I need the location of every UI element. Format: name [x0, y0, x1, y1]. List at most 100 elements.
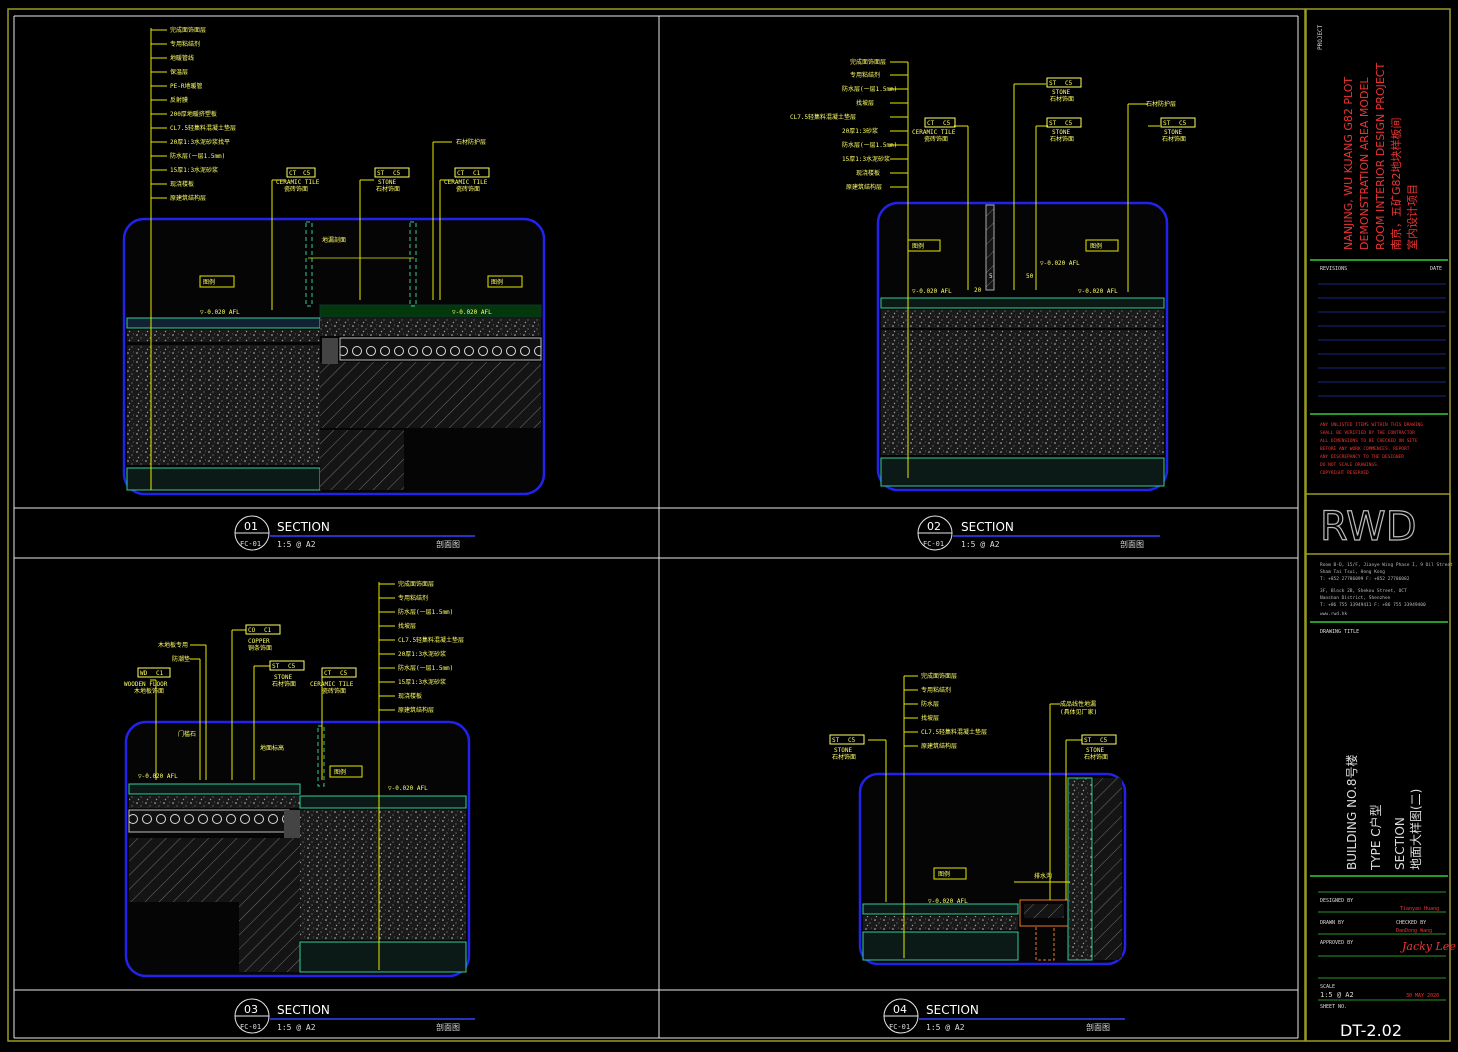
- tag-03-d-code: CT: [324, 670, 332, 677]
- svg-text:T: +86 755 33949411 F: +86 7: T: +86 755 33949411 F: +86 755 33949400: [1320, 602, 1426, 608]
- section-title-01: 01 FC-01 SECTION 1:5 @ A2 剖面图: [234, 515, 475, 551]
- tag-02-d-no: C5: [1179, 120, 1187, 127]
- tag-02-d-code: ST: [1163, 120, 1171, 127]
- svg-text:专用粘结剂: 专用粘结剂: [398, 594, 428, 602]
- section-num: 03: [244, 1003, 258, 1016]
- section-ref: FC-01: [240, 540, 261, 548]
- tag-02-b-no: C5: [1065, 80, 1073, 87]
- project-label: PROJECT: [1317, 24, 1324, 50]
- svg-text:▽-0.020 AFL: ▽-0.020 AFL: [138, 773, 178, 780]
- svg-text:找坡层: 找坡层: [856, 99, 874, 107]
- tag-01-c-name: CERAMIC TILE: [444, 179, 488, 186]
- svg-text:Nanshan District, Shenzhen: Nanshan District, Shenzhen: [1320, 595, 1391, 601]
- svg-text:石材防护层: 石材防护层: [456, 138, 486, 146]
- svg-text:15厚1:3水泥砂浆: 15厚1:3水泥砂浆: [398, 678, 446, 686]
- designed-by: Tianyao Huang: [1400, 906, 1439, 912]
- tag-03-d-cn: 瓷砖饰面: [322, 687, 346, 695]
- svg-text:200厚地暖挤塑板: 200厚地暖挤塑板: [170, 110, 217, 118]
- tag-03-d-no: C5: [340, 670, 348, 677]
- level-mark: ▽-0.020 AFL: [912, 288, 952, 295]
- project-en-2: DEMONSTRATION AREA MODEL: [1358, 77, 1371, 250]
- svg-text:门槛石: 门槛石: [178, 730, 196, 738]
- tag-01-a-no: C5: [303, 170, 311, 177]
- tag-01-c-cn: 瓷砖饰面: [456, 185, 480, 193]
- tag-02-b-code: ST: [1049, 80, 1057, 87]
- date-label: DATE: [1430, 266, 1442, 272]
- tag-03-a-cn: 木地板饰面: [134, 687, 164, 695]
- tag-03-a-name: WOODEN FLOOR: [124, 681, 168, 688]
- tag-01-a-code: CT: [289, 170, 297, 177]
- tag-03-c-cn: 石材饰面: [272, 680, 296, 688]
- tag-03-b-name: COPPER: [248, 638, 270, 645]
- svg-text:图例: 图例: [1090, 242, 1102, 250]
- svg-text:图例: 图例: [491, 278, 503, 286]
- rwd-logo: RWD: [1320, 504, 1417, 550]
- svg-text:现浇楼板: 现浇楼板: [398, 692, 422, 700]
- svg-text:完成面饰面层: 完成面饰面层: [170, 26, 206, 34]
- building-title: BUILDING NO.8号楼: [1344, 755, 1359, 871]
- section-num: 02: [927, 520, 941, 533]
- tag-01-c-no: C1: [473, 170, 481, 177]
- section-scale: 1:5 @ A2: [277, 1023, 316, 1032]
- dim-5: 5: [989, 273, 993, 280]
- svg-text:15厚1:3水泥砂浆: 15厚1:3水泥砂浆: [842, 155, 890, 163]
- type-title: TYPE C户型: [1368, 804, 1383, 871]
- svg-text:▽-0.020 AFL: ▽-0.020 AFL: [452, 309, 492, 316]
- svg-text:PE-R地暖管: PE-R地暖管: [170, 82, 202, 90]
- svg-text:图例: 图例: [912, 242, 924, 250]
- svg-text:SHALL BE VERIFIED BY THE CONTR: SHALL BE VERIFIED BY THE CONTRACTOR: [1320, 430, 1415, 436]
- svg-text:防水层(一层1.5mm): 防水层(一层1.5mm): [842, 141, 897, 149]
- svg-text:专用粘结剂: 专用粘结剂: [170, 40, 200, 48]
- project-en-1: NANJING, WU KUANG G82 PLOT: [1342, 77, 1355, 250]
- section-cn: 剖面图: [436, 1022, 460, 1032]
- panel-grid: [13, 15, 1299, 1039]
- svg-text:Room B-D, 15/F, Jianye Wing Ph: Room B-D, 15/F, Jianye Wing Phase I, 9 O…: [1320, 562, 1453, 568]
- section-ref: FC-01: [923, 540, 944, 548]
- svg-text:CL7.5轻集料混凝土垫层: CL7.5轻集料混凝土垫层: [170, 124, 236, 132]
- tag-04-b-cn: 石材饰面: [1084, 753, 1108, 761]
- section-num: 04: [893, 1003, 907, 1016]
- tag-02-d-cn: 石材饰面: [1162, 135, 1186, 143]
- tag-03-b-cn: 铜条饰面: [248, 644, 272, 652]
- tag-02-a-code: CT: [927, 120, 935, 127]
- svg-text:CL7.5轻集料混凝土垫层: CL7.5轻集料混凝土垫层: [790, 113, 856, 121]
- svg-text:防水层: 防水层: [921, 700, 939, 708]
- svg-text:3F, Block 2B, Shekou Street, O: 3F, Block 2B, Shekou Street, OCT: [1320, 588, 1407, 594]
- level-mark: ▽-0.020 AFL: [200, 309, 240, 316]
- project-cn-1: 南京，五矿G82地块样板间: [1389, 117, 1403, 250]
- tag-02-c-no: C5: [1065, 120, 1073, 127]
- tag-02-c-name: STONE: [1052, 129, 1070, 136]
- svg-text:防水层(一层1.5mm): 防水层(一层1.5mm): [170, 152, 225, 160]
- svg-text:防潮垫: 防潮垫: [172, 655, 190, 663]
- svg-text:20厚1:3水泥砂浆: 20厚1:3水泥砂浆: [398, 650, 446, 658]
- svg-text:CL7.5轻集料混凝土垫层: CL7.5轻集料混凝土垫层: [921, 728, 987, 736]
- tag-03-a-code: WD: [140, 670, 148, 677]
- svg-text:成品线性地漏: 成品线性地漏: [1060, 700, 1096, 708]
- svg-text:ANY DISCREPANCY TO THE DESIGNE: ANY DISCREPANCY TO THE DESIGNER: [1320, 454, 1404, 460]
- tag-02-a-no: C5: [943, 120, 951, 127]
- section-ref: FC-01: [240, 1023, 261, 1031]
- tag-01-b-no: C5: [393, 170, 401, 177]
- svg-text:原建筑结构层: 原建筑结构层: [921, 742, 957, 750]
- tag-04-a-no: C5: [848, 737, 856, 744]
- svg-text:图例: 图例: [203, 278, 215, 286]
- section-num: 01: [244, 520, 258, 533]
- svg-text:专用粘结剂: 专用粘结剂: [921, 686, 951, 694]
- approved-by-signature: Jacky Lee: [1400, 940, 1456, 953]
- svg-text:20厚1:3砂浆: 20厚1:3砂浆: [842, 127, 878, 135]
- tag-01-b-cn: 石材饰面: [376, 185, 400, 193]
- tag-04-a-cn: 石材饰面: [832, 753, 856, 761]
- tag-01-a-cn: 瓷砖饰面: [284, 185, 308, 193]
- section-scale: 1:5 @ A2: [926, 1023, 965, 1032]
- tag-02-c-code: ST: [1049, 120, 1057, 127]
- tag-03-a-no: C1: [156, 670, 164, 677]
- tag-01-b-code: ST: [377, 170, 385, 177]
- svg-text:Sham Tai Tsui, Hong Kong: Sham Tai Tsui, Hong Kong: [1320, 569, 1385, 575]
- svg-text:地暖管线: 地暖管线: [170, 54, 194, 62]
- svg-text:防水层(一层1.5mm): 防水层(一层1.5mm): [398, 608, 453, 616]
- drawn-by-label: DRAWN BY: [1320, 920, 1344, 926]
- svg-text:防水层(一层1.5mm): 防水层(一层1.5mm): [842, 85, 897, 93]
- svg-text:图例: 图例: [334, 768, 346, 776]
